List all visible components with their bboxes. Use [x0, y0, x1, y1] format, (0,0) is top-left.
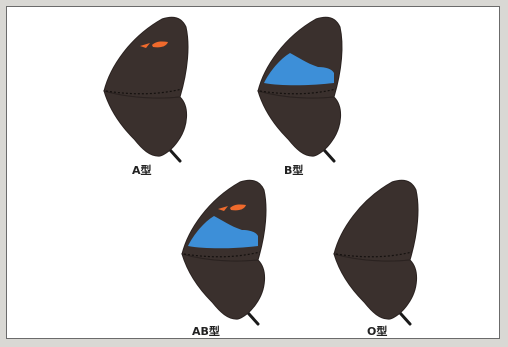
forewing — [258, 17, 342, 98]
butterfly — [104, 17, 188, 161]
butterfly-type-label: O型 — [367, 323, 387, 339]
hindwing — [104, 91, 187, 156]
forewing — [334, 180, 418, 261]
butterfly-type-label: A型 — [132, 162, 152, 178]
hindwing — [182, 254, 265, 319]
butterfly-type-label: AB型 — [192, 323, 220, 339]
butterfly-type-label: B型 — [284, 162, 303, 178]
butterfly — [334, 180, 418, 324]
hindwing — [334, 254, 417, 319]
hindwing — [258, 91, 341, 156]
butterfly — [182, 180, 266, 324]
forewing — [182, 180, 266, 261]
forewing — [104, 17, 188, 98]
butterfly — [258, 17, 342, 161]
